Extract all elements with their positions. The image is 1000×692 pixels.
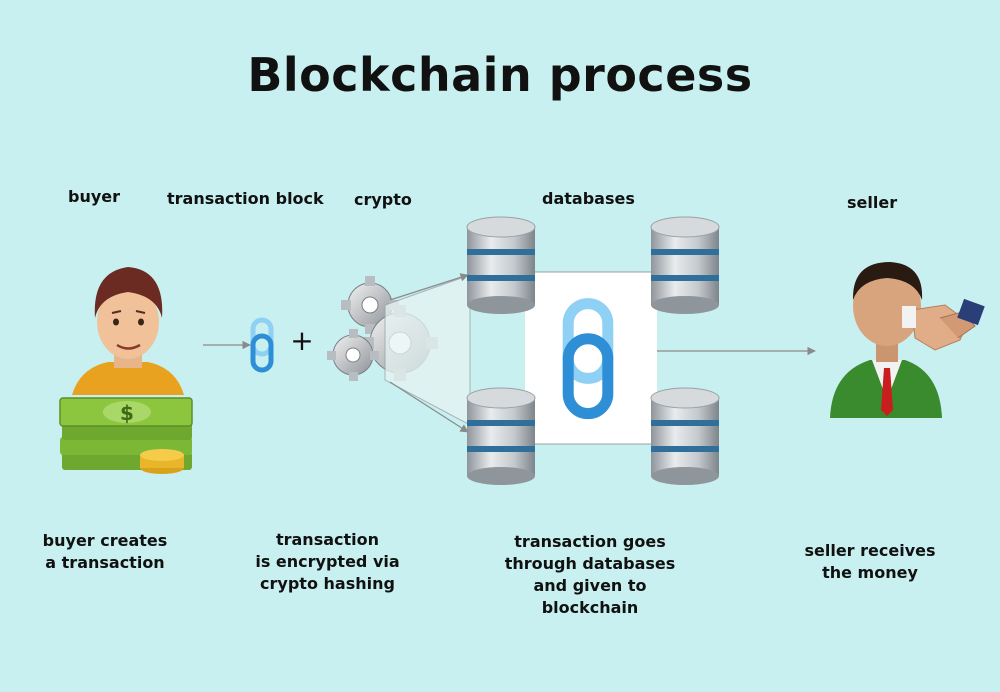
database-icon: [466, 387, 536, 486]
arrow-to-db-bottom: [389, 381, 469, 433]
label-buyer: buyer: [68, 187, 121, 206]
caption-encrypt: transaction is encrypted via crypto hash…: [235, 529, 420, 595]
dollar-sign: $: [120, 401, 134, 425]
caption-line: transaction: [275, 530, 380, 549]
money-stack-icon: $: [59, 397, 193, 474]
caption-seller: seller receives the money: [785, 540, 955, 584]
caption-line: the money: [822, 563, 918, 582]
caption-line: buyer creates: [42, 531, 168, 550]
label-seller: seller: [847, 193, 898, 212]
caption-buyer: buyer creates a transaction: [20, 530, 190, 574]
caption-line: transaction goes: [514, 532, 666, 551]
caption-databases: transaction goes through databases and g…: [490, 531, 690, 619]
label-databases: databases: [542, 189, 635, 208]
plus-sign: +: [290, 324, 313, 357]
caption-line: and given to: [533, 576, 647, 595]
caption-line: through databases: [504, 554, 676, 573]
page-title: Blockchain process: [247, 48, 753, 102]
caption-line: crypto hashing: [260, 574, 395, 593]
handshake-icon: [902, 298, 985, 351]
seller-person-icon: [830, 262, 942, 418]
chain-link-icon: [253, 320, 271, 370]
label-transaction-block: transaction block: [167, 189, 324, 208]
caption-line: seller receives: [804, 541, 936, 560]
label-crypto: crypto: [354, 190, 412, 209]
caption-line: blockchain: [541, 598, 639, 617]
caption-line: a transaction: [45, 553, 165, 572]
arrow-to-db-top: [389, 273, 469, 301]
database-icon: [466, 216, 536, 315]
database-icon: [650, 387, 720, 486]
caption-line: is encrypted via: [255, 552, 400, 571]
buyer-person-icon: [72, 267, 184, 395]
database-icon: [650, 216, 720, 315]
